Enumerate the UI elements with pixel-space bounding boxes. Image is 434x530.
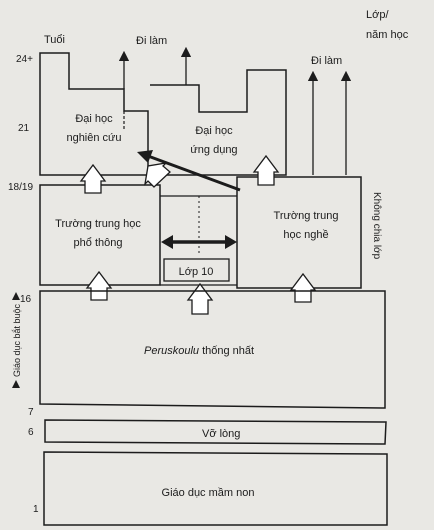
work-label-2: Đi làm (311, 55, 342, 67)
age-tick-1: 1 (33, 504, 39, 515)
compulsory-arrow-down (12, 380, 20, 388)
age-tick-6: 6 (28, 427, 34, 438)
preschool-box (44, 419, 387, 445)
grade-10-box (163, 258, 230, 282)
general-school-label-2: phổ thông (74, 237, 123, 249)
age-tick-18-19: 18/19 (8, 182, 33, 193)
grade-axis-title-line1: Lớp/ (366, 9, 389, 21)
work-label-1: Đi làm (136, 35, 167, 47)
hollow-arrow-5 (289, 272, 317, 303)
research-university-label-1: Đại học (75, 113, 113, 125)
compulsory-education-label: Giáo dục bắt buộc (12, 303, 22, 377)
age-tick-24plus: 24+ (16, 54, 33, 65)
vocational-school-label-1: Trường trung (274, 210, 339, 222)
early-childhood-box (43, 451, 388, 526)
no-grade-classes-label: Không chia lớp (371, 192, 382, 260)
applied-university-label-2: ứng dụng (190, 144, 237, 156)
grade-axis-title-line2: năm học (366, 29, 409, 41)
double-arrow-left-head (161, 235, 173, 249)
peruskoulu-label-rest: thống nhất (199, 345, 254, 357)
hollow-arrow-1 (79, 163, 107, 194)
grade-10-label: Lớp 10 (179, 266, 214, 278)
early-childhood-label: Giáo dục mầm non (162, 487, 255, 499)
hollow-arrow-4 (186, 282, 214, 315)
peruskoulu-label: Peruskoulu thống nhất (144, 345, 254, 357)
general-upper-secondary-box (39, 184, 161, 286)
age-tick-16: 16 (20, 294, 32, 305)
age-axis-title: Tuổi (44, 34, 65, 46)
hollow-arrow-3 (85, 270, 113, 301)
preschool-label: Vỡ lòng (202, 428, 240, 440)
double-arrow-right-head (225, 235, 237, 249)
vocational-school-label-2: học nghề (283, 229, 328, 241)
peruskoulu-box (39, 290, 386, 409)
peruskoulu-label-italic: Peruskoulu (144, 345, 199, 357)
age-tick-21: 21 (18, 123, 30, 134)
hollow-arrow-diagonal (144, 162, 171, 188)
compulsory-arrow-up (12, 292, 20, 300)
hollow-arrow-2 (252, 154, 280, 186)
applied-university-label-1: Đại học (195, 125, 233, 137)
diagonal-arrow-head (137, 150, 153, 163)
applied-university-box (150, 69, 287, 176)
age-tick-7: 7 (28, 407, 34, 418)
research-university-label-2: nghiên cứu (66, 132, 121, 144)
vocational-school-box (236, 176, 362, 289)
diagonal-arrow-shaft (147, 154, 241, 192)
general-school-label-1: Trường trung học (55, 218, 141, 230)
